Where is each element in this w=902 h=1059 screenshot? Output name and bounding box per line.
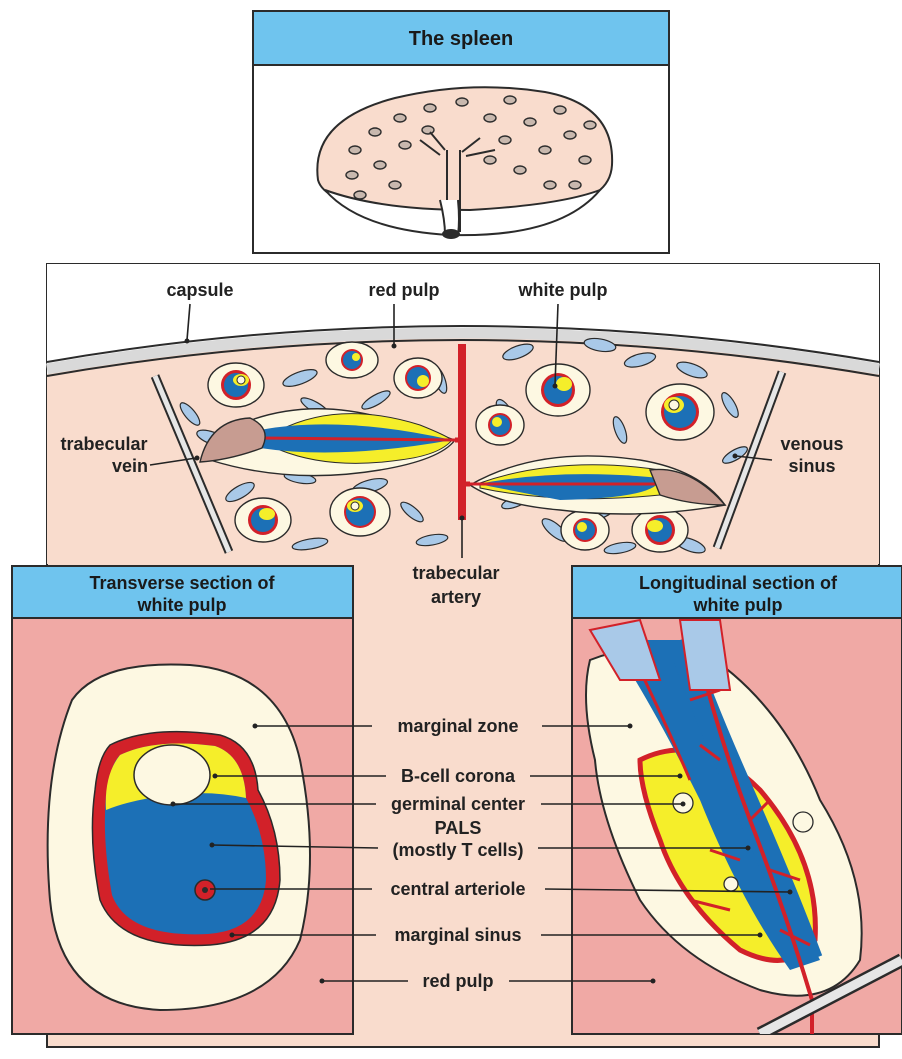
germinal-center-label: germinal center	[391, 794, 525, 814]
spleen-panel: The spleen	[253, 11, 669, 253]
transverse-title-line1: Transverse section of	[89, 573, 275, 593]
transverse-panel: Transverse section of white pulp	[12, 566, 353, 1034]
venous-sinus-label-line2: sinus	[788, 456, 835, 476]
trabecular-artery-label-line2: artery	[431, 587, 481, 607]
venous-sinus-label-line1: venous	[780, 434, 843, 454]
trabecular-vein-label-line1: trabecular	[60, 434, 147, 454]
longitudinal-title-line2: white pulp	[693, 595, 783, 615]
spleen-panel-title: The spleen	[409, 28, 513, 50]
marginal-sinus-label: marginal sinus	[394, 925, 521, 945]
marginal-zone-label: marginal zone	[397, 716, 518, 736]
b-cell-corona-label: B-cell corona	[401, 766, 516, 786]
white-pulp-label: white pulp	[518, 280, 608, 300]
germinal-center-shape	[134, 745, 210, 805]
longitudinal-panel: Longitudinal section of white pulp	[572, 566, 902, 1034]
pals-label-line1: PALS	[435, 818, 482, 838]
red-pulp-label-bottom: red pulp	[423, 971, 494, 991]
transverse-title-line2: white pulp	[137, 595, 227, 615]
trabecular-vein-label-line2: vein	[112, 456, 148, 476]
pals-label-line2: (mostly T cells)	[392, 840, 523, 860]
capsule-label: capsule	[166, 280, 233, 300]
spleen-organ-icon	[317, 87, 612, 239]
trabecular-artery-label-line1: trabecular	[412, 563, 499, 583]
red-pulp-label-top: red pulp	[369, 280, 440, 300]
longitudinal-title-line1: Longitudinal section of	[639, 573, 838, 593]
central-arteriole-label: central arteriole	[390, 879, 525, 899]
